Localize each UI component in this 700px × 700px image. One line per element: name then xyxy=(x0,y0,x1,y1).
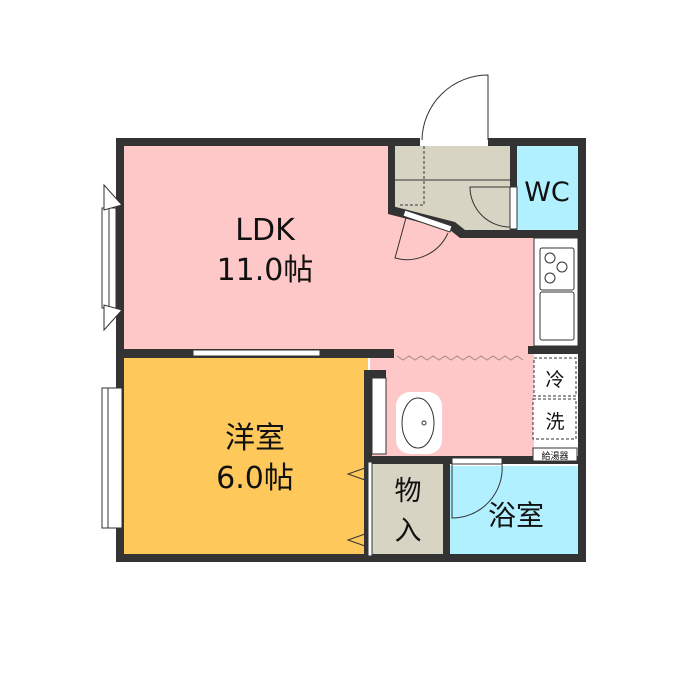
bath-door-opening xyxy=(451,457,503,465)
stove-burner xyxy=(556,261,568,273)
curtain xyxy=(396,355,524,361)
ldk-size: 11.0帖 xyxy=(217,253,314,288)
closet-floor xyxy=(371,462,447,556)
entrance-door xyxy=(421,74,489,141)
stove-burner xyxy=(544,272,556,284)
washer-label: 洗 xyxy=(545,411,564,433)
closet-door xyxy=(367,461,373,557)
closet-label-2: 入 xyxy=(395,516,422,547)
wc-door xyxy=(469,186,511,228)
fridge-space xyxy=(533,357,577,397)
entrance-door-opening xyxy=(420,138,488,146)
ldk-floor-lower xyxy=(370,354,534,462)
ldk-name: LDK xyxy=(235,213,296,248)
bath-floor xyxy=(449,466,579,556)
closet-door-hinges xyxy=(346,467,366,547)
closet-label-1: 物 xyxy=(395,476,422,507)
entrance-inner-door-frame xyxy=(402,209,453,233)
water-heater xyxy=(532,447,578,462)
bath-label: 浴室 xyxy=(488,499,544,532)
entrance-inner-door xyxy=(394,213,449,261)
western-room-size: 6.0帖 xyxy=(216,461,294,496)
window-western-left xyxy=(101,387,123,529)
bath-door xyxy=(451,463,503,519)
closet-wardrobe xyxy=(371,377,387,455)
stove-burner xyxy=(544,252,556,264)
western-room-floor xyxy=(122,358,368,556)
shoe-cabinet xyxy=(398,146,425,206)
western-room-name: 洋室 xyxy=(225,421,285,456)
sink xyxy=(539,291,575,341)
window-shutter-top xyxy=(103,183,123,211)
water-heater-label: 給湯器 xyxy=(541,450,568,462)
wc-door-opening xyxy=(509,186,518,230)
window-shutter-bottom xyxy=(103,304,123,332)
entrance-floor xyxy=(393,146,514,230)
washbasin-drain xyxy=(421,420,427,426)
sliding-door-western xyxy=(192,349,321,357)
wc-label: WC xyxy=(524,177,570,208)
washbasin xyxy=(401,397,435,449)
washer-space xyxy=(532,398,577,440)
wc-floor xyxy=(516,146,578,230)
fridge-label: 冷 xyxy=(545,369,564,391)
